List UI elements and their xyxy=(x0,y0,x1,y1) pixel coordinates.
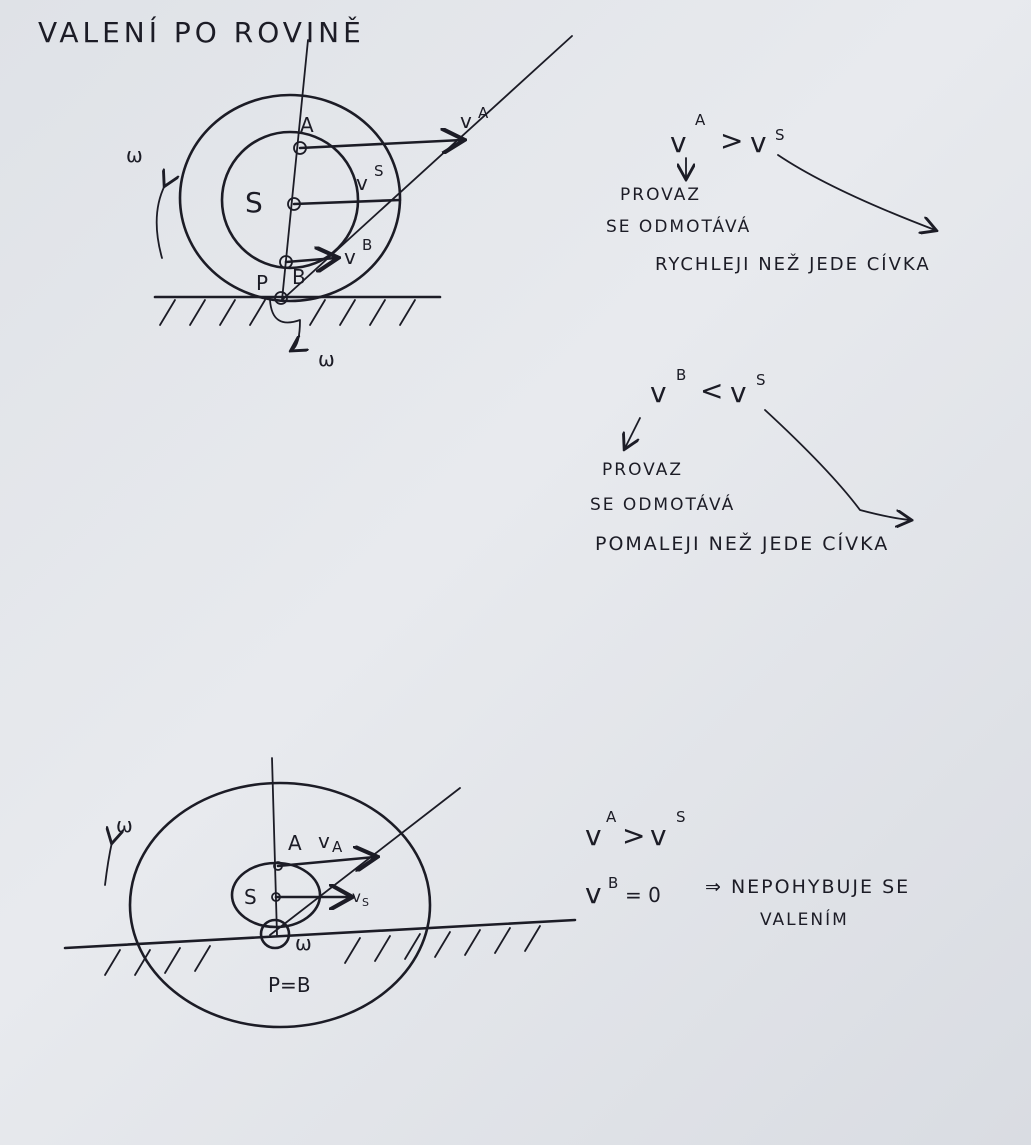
diagram-rolling-spool-2: ω A S P=B ω v A v S xyxy=(63,757,577,1029)
small-circle-p xyxy=(259,918,291,950)
vector-va xyxy=(298,140,462,148)
label-a-2: A xyxy=(288,831,302,855)
label-vb-sup: B xyxy=(362,236,372,254)
omega-arrow-bottom xyxy=(269,299,300,350)
omega-arrow-2 xyxy=(104,842,112,886)
n1-v-right: v xyxy=(750,126,771,159)
diagram-rolling-spool-1: A S B P ω ω v A v S v B xyxy=(126,35,573,371)
n3-eq-zero: = 0 xyxy=(625,883,661,907)
label-va-2-sub: A xyxy=(332,838,343,856)
n1-text-1: PROVAZ xyxy=(620,185,701,205)
n2-v-left: v xyxy=(650,376,671,409)
label-b: B xyxy=(292,265,306,289)
n3-sup-right: S xyxy=(676,808,686,826)
ground-line-2 xyxy=(63,918,577,950)
n2-v-right: v xyxy=(730,376,751,409)
note-vb-lt-vs: v B < v S PROVAZ SE ODMOTÁVÁ POMALEJI NE… xyxy=(590,366,910,555)
label-s: S xyxy=(245,186,263,219)
label-s-2: S xyxy=(244,885,257,909)
n1-text-3: RYCHLEJI NEŽ JEDE CÍVKA xyxy=(655,253,931,275)
label-omega-2b: ω xyxy=(295,931,312,955)
point-p xyxy=(274,291,288,305)
vector-va-2 xyxy=(276,857,375,866)
label-vb: v xyxy=(344,245,356,269)
n1-v-left: v xyxy=(670,126,691,159)
label-va: v xyxy=(460,109,472,133)
n1-op: > xyxy=(720,124,747,157)
inner-circle xyxy=(220,130,360,270)
label-p: P xyxy=(256,271,268,295)
n2-sup-right: S xyxy=(756,371,766,389)
label-va-sup: A xyxy=(478,104,489,122)
vertical-axis-2 xyxy=(271,757,278,936)
label-va-2: v xyxy=(318,829,330,853)
note-va-gt-vs: v A > v S PROVAZ SE ODMOTÁVÁ RYCHLEJI NE… xyxy=(606,111,935,275)
n3-v-right: v xyxy=(650,819,671,852)
label-vs-sup: S xyxy=(374,162,384,180)
outer-circle-2 xyxy=(128,781,432,1029)
n2-text-3: POMALEJI NEŽ JEDE CÍVKA xyxy=(595,532,889,555)
n3-op: > xyxy=(622,819,649,852)
ground-hatching xyxy=(159,299,416,326)
n1-sup-left: A xyxy=(695,111,706,129)
page-title: VALENÍ PO ROVINĚ xyxy=(38,15,365,49)
ground-hatching-2 xyxy=(104,925,541,976)
outer-circle xyxy=(178,93,402,303)
n2-text-2: SE ODMOTÁVÁ xyxy=(590,493,735,515)
n3-rolling: VALENÍM xyxy=(760,908,849,930)
n2-sup-left: B xyxy=(676,366,686,384)
n1-text-2: SE ODMOTÁVÁ xyxy=(606,215,751,237)
label-omega-2: ω xyxy=(116,813,133,837)
n3-implies: ⇒ NEPOHYBUJE SE xyxy=(705,876,910,898)
n2-text-1: PROVAZ xyxy=(602,460,683,480)
label-vs-2: v xyxy=(352,888,361,906)
n3-v-left: v xyxy=(585,819,606,852)
label-a: A xyxy=(300,113,314,137)
n3-sup-left: A xyxy=(606,808,617,826)
label-omega-bottom: ω xyxy=(318,347,335,371)
vector-vs xyxy=(292,198,402,206)
n3-vb: v xyxy=(585,877,606,910)
n2-op: < xyxy=(700,374,727,407)
n1-sup-right: S xyxy=(775,126,785,144)
label-omega: ω xyxy=(126,143,143,167)
label-vs-2-sub: S xyxy=(362,896,369,909)
n3-vb-sup: B xyxy=(608,874,618,892)
omega-arrow xyxy=(155,185,165,259)
rope-line-2 xyxy=(269,787,461,936)
label-p-eq-b: P=B xyxy=(268,973,311,997)
rope-line xyxy=(281,35,573,301)
label-vs: v xyxy=(356,171,368,195)
note-diagram-2: v A > v S v B = 0 ⇒ NEPOHYBUJE SE VALENÍ… xyxy=(585,808,910,930)
vector-vb xyxy=(284,258,336,262)
